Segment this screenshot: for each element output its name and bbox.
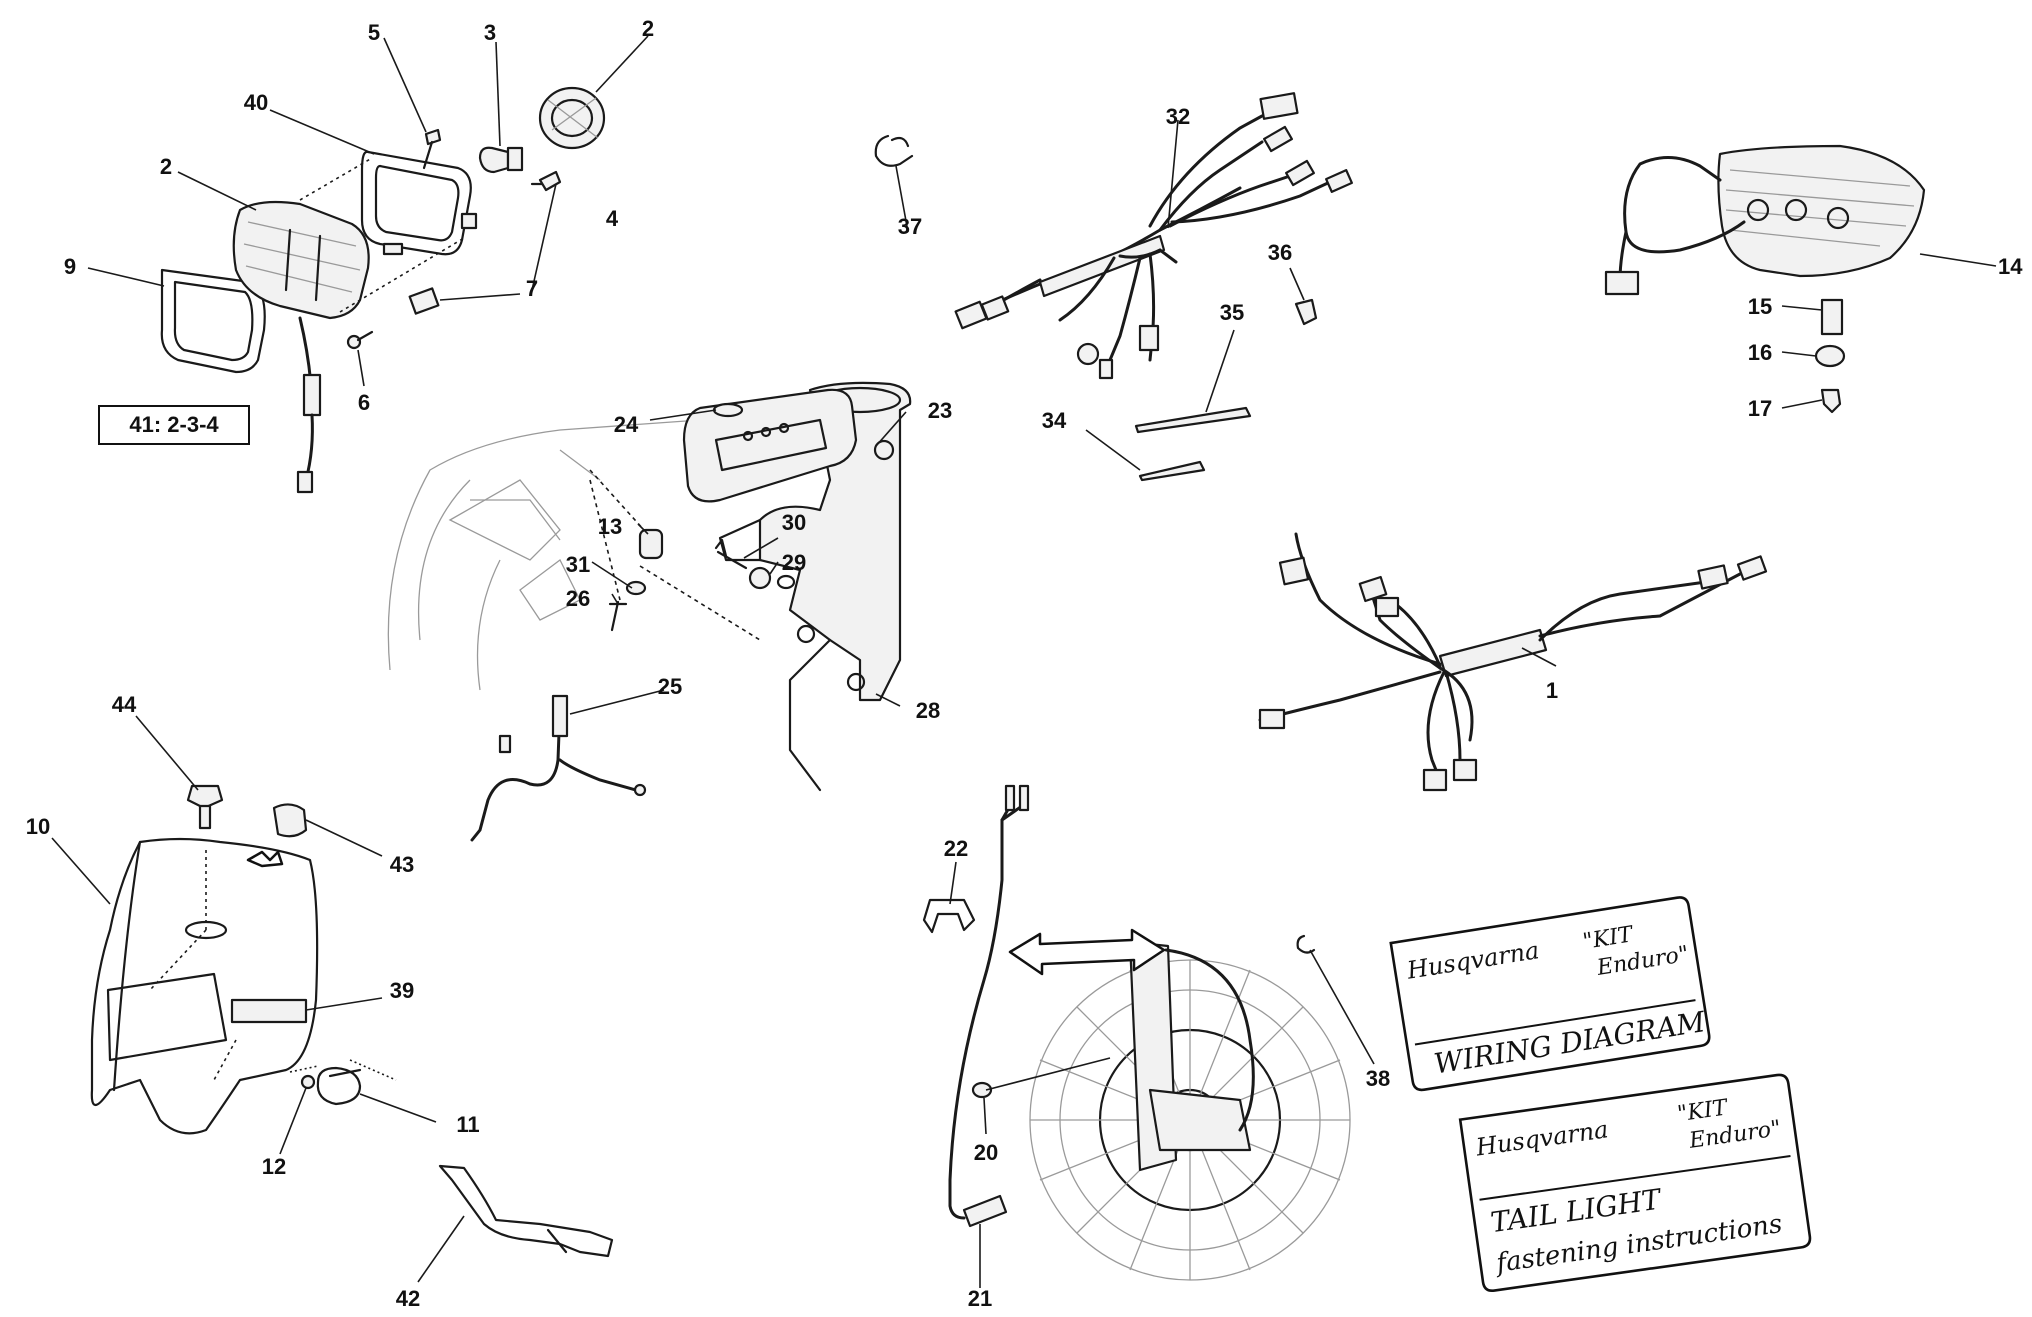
part-12-screw bbox=[300, 1074, 316, 1090]
part-3-bulb bbox=[478, 146, 510, 174]
bracket-assembly bbox=[387, 381, 912, 842]
part-43-clip-nut bbox=[272, 803, 308, 838]
callout-4: 4 bbox=[606, 206, 619, 231]
part-35-cable-tie bbox=[1134, 406, 1252, 434]
front-fairing-assembly bbox=[90, 784, 614, 1258]
callout-35: 35 bbox=[1220, 300, 1244, 325]
part-2-headlight-lens bbox=[232, 200, 370, 320]
fairing-outline bbox=[387, 419, 701, 691]
leader-lines bbox=[51, 35, 1997, 1288]
callout-28: 28 bbox=[916, 698, 940, 723]
callout-9: 9 bbox=[64, 254, 76, 279]
part-13-rubber-mount bbox=[638, 528, 664, 560]
callout-38: 38 bbox=[1366, 1066, 1390, 1091]
callout-7: 7 bbox=[526, 276, 538, 301]
part-32-main-harness bbox=[874, 92, 1353, 482]
callout-17: 17 bbox=[1748, 396, 1772, 421]
callout-6: 6 bbox=[358, 390, 370, 415]
part-5-screw bbox=[424, 128, 442, 146]
callout-23: 23 bbox=[928, 398, 952, 423]
callout-22: 22 bbox=[944, 836, 968, 861]
kit-reference-box: 41: 2-3-4 bbox=[98, 405, 250, 445]
part-39-fairing-decal bbox=[230, 998, 308, 1024]
part-44-bolt bbox=[186, 784, 224, 810]
callout-44: 44 bbox=[112, 692, 137, 717]
part-10-headlight-fairing bbox=[90, 837, 319, 1135]
part-7-connector bbox=[408, 287, 440, 315]
headlight-assembly bbox=[160, 86, 606, 494]
part-4-parking-bulb bbox=[538, 170, 562, 192]
callout-31: 31 bbox=[566, 552, 590, 577]
double-arrow bbox=[1008, 928, 1166, 976]
callout-39: 39 bbox=[390, 978, 414, 1003]
callout-37: 37 bbox=[898, 214, 922, 239]
callout-36: 36 bbox=[1268, 240, 1292, 265]
wiring-diagram-card: Husqvarna "KIT Enduro" WIRING DIAGRAM bbox=[1389, 896, 1711, 1092]
callout-16: 16 bbox=[1748, 340, 1772, 365]
part-21-speed-sensor-cable bbox=[948, 818, 1004, 1220]
callout-5: 5 bbox=[368, 20, 380, 45]
part-38-retaining-clip bbox=[1296, 934, 1316, 954]
part-26-bolt bbox=[608, 600, 628, 632]
callout-1: 1 bbox=[1546, 678, 1558, 703]
speed-sensor-tip bbox=[962, 1194, 1008, 1228]
part-34-cable-tie bbox=[1138, 460, 1206, 482]
part-14-tail-light bbox=[1717, 144, 1926, 278]
part-42-support-bracket bbox=[438, 1164, 614, 1258]
part-40-headlight-frame bbox=[360, 150, 472, 256]
part-28-bracket bbox=[758, 381, 912, 702]
callout-2b: 2 bbox=[160, 154, 172, 179]
callout-2a: 2 bbox=[642, 16, 654, 41]
callout-40: 40 bbox=[244, 90, 268, 115]
callout-13: 13 bbox=[598, 514, 622, 539]
callout-29: 29 bbox=[782, 550, 806, 575]
part-36-clip bbox=[1294, 298, 1318, 326]
callout-10: 10 bbox=[26, 814, 50, 839]
front-wheel-sensor-assembly bbox=[922, 784, 1351, 1281]
callout-42: 42 bbox=[396, 1286, 420, 1311]
part-6-screw bbox=[346, 334, 362, 350]
callout-30: 30 bbox=[782, 510, 806, 535]
part-25-sensor-cable bbox=[470, 704, 562, 842]
callout-24: 24 bbox=[614, 412, 639, 437]
callout-32: 32 bbox=[1166, 104, 1190, 129]
part-1-harness bbox=[1258, 532, 1768, 792]
part-20-magnet bbox=[971, 1081, 993, 1099]
callout-3: 3 bbox=[484, 20, 496, 45]
callout-43: 43 bbox=[390, 852, 414, 877]
taillight-instructions-card: Husqvarna "KIT Enduro" TAIL LIGHT fasten… bbox=[1458, 1073, 1812, 1293]
callout-20: 20 bbox=[974, 1140, 998, 1165]
part-23-instrument-cluster bbox=[682, 388, 858, 503]
taillight-assembly bbox=[1604, 144, 1926, 414]
callout-26: 26 bbox=[566, 586, 590, 611]
part-31-washer bbox=[625, 580, 647, 596]
callout-15: 15 bbox=[1748, 294, 1772, 319]
part-11-clamp bbox=[316, 1066, 362, 1106]
part-17-screw bbox=[1820, 388, 1842, 414]
callout-25: 25 bbox=[658, 674, 682, 699]
callout-21: 21 bbox=[968, 1286, 992, 1311]
part-16-grommet bbox=[1814, 344, 1846, 368]
part-29-spacer bbox=[748, 566, 772, 590]
part-37-clip bbox=[874, 134, 914, 167]
headlight-cable-sleeve bbox=[302, 373, 322, 417]
callout-34: 34 bbox=[1042, 408, 1067, 433]
part-15-spacer bbox=[1820, 298, 1844, 336]
part-30-bolt bbox=[714, 538, 748, 570]
callout-11: 11 bbox=[456, 1112, 479, 1137]
part-24-cap bbox=[712, 402, 744, 418]
callout-14: 14 bbox=[1998, 254, 2023, 279]
callout-numbers: 5 3 2 40 2 9 4 7 6 37 32 36 35 34 14 15 … bbox=[26, 16, 2023, 1311]
part-22-cable-bracket bbox=[922, 898, 976, 934]
callout-12: 12 bbox=[262, 1154, 286, 1179]
